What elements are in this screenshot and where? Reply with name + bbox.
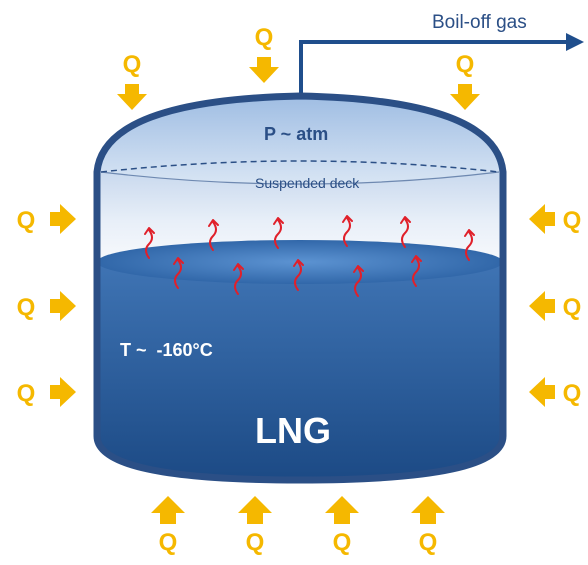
heat-q-label: Q	[159, 529, 178, 556]
tank-outline	[93, 92, 507, 484]
heat-input-10: Q	[151, 496, 185, 556]
heat-arrow-icon	[411, 496, 445, 524]
heat-arrow-icon	[249, 57, 279, 83]
boil-off-wisp-icon	[293, 259, 304, 291]
heat-arrow-icon	[50, 204, 76, 234]
heat-input-7: Q	[529, 204, 581, 234]
heat-arrow-icon	[50, 377, 76, 407]
boil-off-wisp-icon	[144, 227, 155, 259]
heat-input-11: Q	[238, 496, 272, 556]
heat-arrow-icon	[529, 377, 555, 407]
boil-off-gas-label: Boil-off gas	[432, 12, 527, 33]
boil-off-wisp-icon	[342, 215, 353, 247]
boil-off-wisps	[144, 215, 475, 297]
boil-off-wisp-icon	[173, 257, 184, 289]
heat-q-label: Q	[419, 529, 438, 556]
boil-off-wisp-icon	[353, 265, 364, 297]
heat-arrow-icon	[325, 496, 359, 524]
suspended-deck-label: Suspended deck	[255, 175, 360, 191]
boil-off-wisp-icon	[208, 219, 219, 251]
heat-q-label: Q	[563, 294, 582, 321]
heat-inputs: Q Q Q Q Q Q Q Q Q Q Q Q Q	[17, 24, 582, 556]
heat-arrow-icon	[151, 496, 185, 524]
heat-arrow-icon	[529, 204, 555, 234]
boil-off-wisp-icon	[464, 229, 475, 261]
pressure-label: P ~ atm	[264, 124, 328, 144]
heat-q-label: Q	[255, 24, 274, 51]
heat-arrow-icon	[238, 496, 272, 524]
heat-input-6: Q	[17, 377, 76, 407]
heat-arrow-icon	[529, 291, 555, 321]
heat-input-1: Q	[117, 51, 147, 110]
heat-q-label: Q	[17, 380, 36, 407]
liquid-body	[97, 262, 503, 480]
heat-q-label: Q	[333, 529, 352, 556]
heat-input-12: Q	[325, 496, 359, 556]
heat-arrow-icon	[117, 84, 147, 110]
heat-input-9: Q	[529, 377, 581, 407]
heat-q-label: Q	[17, 207, 36, 234]
tank-roof	[97, 96, 503, 184]
heat-q-label: Q	[563, 207, 582, 234]
boil-off-wisp-icon	[411, 255, 422, 287]
boil-off-wisp-icon	[273, 217, 284, 249]
heat-arrow-icon	[50, 291, 76, 321]
boil-off-wisp-icon	[233, 263, 244, 295]
heat-input-2: Q	[249, 24, 279, 83]
boil-off-pipe	[299, 33, 584, 95]
boil-off-wisp-icon	[400, 216, 411, 248]
temperature-label: T ~ -160°C	[120, 340, 213, 360]
heat-q-label: Q	[456, 51, 475, 78]
suspended-deck	[100, 160, 500, 173]
lng-label: LNG	[255, 410, 331, 451]
heat-q-label: Q	[246, 529, 265, 556]
heat-input-4: Q	[17, 204, 76, 234]
heat-input-13: Q	[411, 496, 445, 556]
heat-input-3: Q	[450, 51, 480, 110]
heat-q-label: Q	[17, 294, 36, 321]
heat-input-5: Q	[17, 291, 76, 321]
heat-input-8: Q	[529, 291, 581, 321]
heat-q-label: Q	[123, 51, 142, 78]
heat-arrow-icon	[450, 84, 480, 110]
heat-q-label: Q	[563, 380, 582, 407]
pipe-arrowhead-icon	[566, 33, 584, 51]
